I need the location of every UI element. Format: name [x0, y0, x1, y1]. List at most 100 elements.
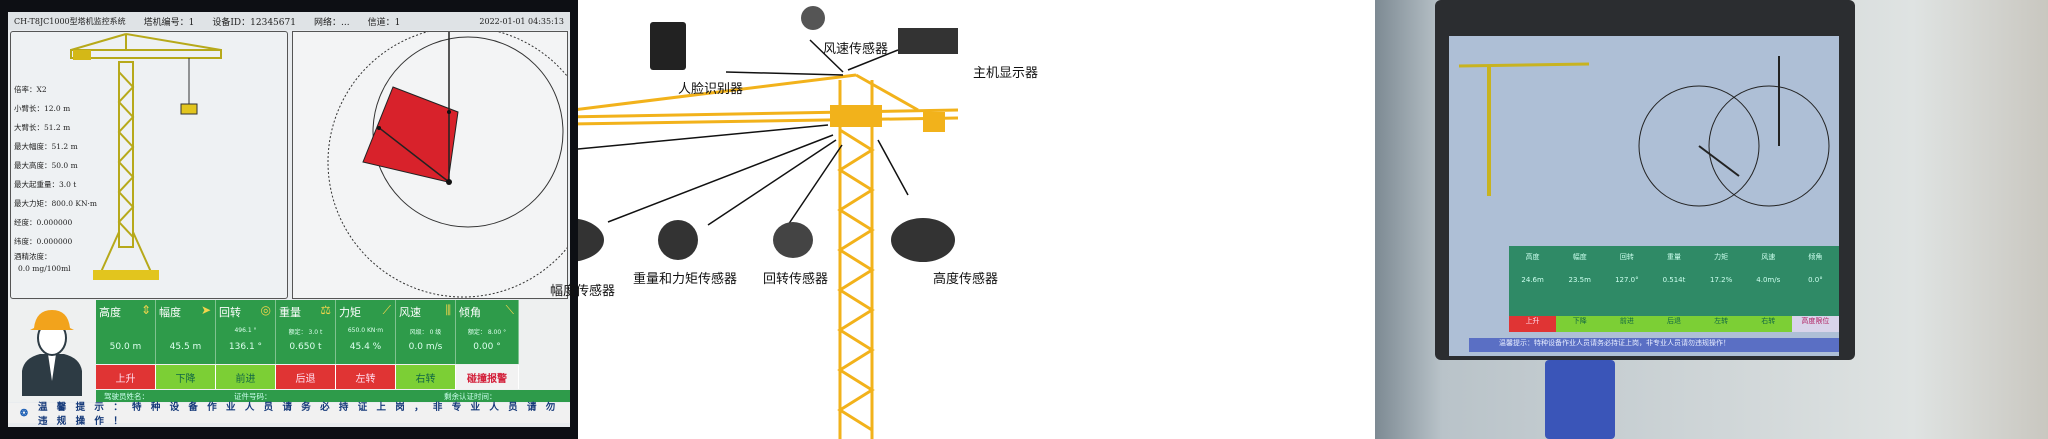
amplitude-sensor-icon [578, 218, 604, 262]
face-recognizer-icon [650, 22, 686, 70]
status-turn-right: 右转 [396, 365, 456, 389]
screen-graphics [1458, 56, 1830, 207]
status-turn-left: 左转 [1697, 316, 1745, 332]
cell-label: 幅度 [1572, 253, 1587, 261]
status-backward: 后退 [1650, 316, 1698, 332]
info-alcohol-value: 0.0 mg/100ml [18, 264, 71, 273]
cell-height: 高度⇕50.0 m [96, 300, 156, 364]
info-max-moment: 最大力矩：800.0 KN·m [14, 199, 98, 208]
cell-value: 0.650 t [289, 342, 322, 352]
sensor-grid: 高度⇕50.0 m 幅度➤45.5 m 回转◎496.1 °136.1 ° 重量… [96, 300, 570, 390]
label-face: 人脸识别器 [678, 82, 744, 97]
cell-value: 45.4 % [349, 342, 382, 352]
height-sensor-icon [891, 218, 955, 262]
cell-label: 风速 [399, 306, 421, 319]
installed-monitor-photo: 高度 24.6m 幅度 23.5m 回转 127.0° 重量 0.514t 力矩 17.2… [1375, 0, 2048, 439]
label-height: 高度传感器 [933, 272, 999, 287]
cell-amplitude: 幅度➤45.5 m [156, 300, 216, 364]
crane-side-view: 倍率：X2 小臂长：12.0 m 大臂长：51.2 m 最大幅度：51.2 m … [10, 31, 288, 299]
cell-value: 4.0m/s [1756, 276, 1781, 284]
status-forward: 前进 [1603, 316, 1651, 332]
label-host: 主机显示器 [973, 66, 1039, 81]
warning-tip-bar: ❂ 温 馨 提 示 ： 特 种 设 备 作 业 人 员 请 务 必 持 证 上 … [8, 402, 570, 427]
header-bar: CH-T8JC1000型塔机监控系统 塔机编号：1 设备ID：12345671 … [8, 12, 570, 30]
crane-parameters: 倍率：X2 小臂长：12.0 m 大臂长：51.2 m 最大幅度：51.2 m … [14, 80, 97, 275]
cell-sub: 风级： 0 级 [409, 329, 442, 336]
status-backward: 后退 [276, 365, 336, 389]
remaining-time-label: 剩余认证时间： [444, 391, 497, 401]
cell-value: 23.5m [1568, 276, 1591, 284]
cell-label: 倾角 [459, 306, 481, 319]
height-limit-alarm: 高度限位 [1791, 316, 1839, 332]
device-id: 设备ID：12345671 [212, 17, 296, 28]
monitor-bezel: 高度 24.6m 幅度 23.5m 回转 127.0° 重量 0.514t 力矩 17.2… [1435, 0, 1855, 360]
cell-label: 重量 [1666, 253, 1681, 261]
height-icon: ⇕ [140, 303, 151, 317]
crane-diagram [578, 6, 959, 439]
status-up: 上升 [1509, 316, 1557, 332]
cell-value: 50.0 m [109, 342, 142, 352]
cell-value: 45.5 m [169, 342, 202, 352]
datetime: 2022-01-01 04:35:13 [479, 16, 564, 26]
windsock-icon: ⫼ [445, 303, 451, 317]
cell-label: 重量 [279, 306, 301, 319]
cell-label: 力矩 [1714, 253, 1729, 261]
cell-sub: 额定： 3.0 t [288, 329, 323, 336]
info-longitude: 经度：0.000000 [14, 218, 73, 227]
status-panel: 高度⇕50.0 m 幅度➤45.5 m 回转◎496.1 °136.1 ° 重量… [8, 300, 570, 402]
cell-label: 风速 [1761, 253, 1776, 261]
cell-value: 127.0° [1615, 276, 1639, 284]
sensor-diagram: 人脸识别器 风速传感器 主机显示器 幅度传感器 重量和力矩传感器 回转传感器 高… [550, 0, 1375, 439]
tilt-icon: ⟍ [505, 303, 514, 317]
certificate-label: 证件号码： [234, 391, 272, 401]
collision-alarm: 碰撞报警 [456, 365, 519, 389]
info-max-load: 最大起重量：3.0 t [14, 180, 77, 189]
collision-radar [327, 32, 567, 298]
info-latitude: 纬度：0.000000 [14, 237, 73, 246]
info-ratio: 倍率：X2 [14, 85, 47, 94]
cell-sub: 额定： 8.00 ° [467, 329, 507, 336]
cell-rotation: 回转◎496.1 °136.1 ° [216, 300, 276, 364]
logo-icon: ❂ [20, 407, 28, 419]
screen-cells: 高度 24.6m 幅度 23.5m 回转 127.0° 重量 0.514t 力矩 17.2… [1509, 246, 1839, 316]
driver-avatar-icon [22, 310, 82, 396]
status-up: 上升 [96, 365, 156, 389]
monitor-screen: 高度 24.6m 幅度 23.5m 回转 127.0° 重量 0.514t 力矩 17.2… [1449, 36, 1839, 356]
info-small-arm: 小臂长：12.0 m [14, 104, 71, 113]
cell-value: 136.1 ° [228, 342, 263, 352]
status-turn-right: 右转 [1744, 316, 1792, 332]
cell-label: 力矩 [339, 306, 361, 319]
cell-value: 24.6m [1521, 276, 1544, 284]
tower-crane-monitor-screen: CH-T8JC1000型塔机监控系统 塔机编号：1 设备ID：12345671 … [8, 12, 570, 427]
info-max-amplitude: 最大幅度：51.2 m [14, 142, 78, 151]
cell-label: 幅度 [159, 306, 181, 319]
host-display-icon [898, 28, 958, 54]
tower-number: 塔机编号：1 [143, 17, 195, 28]
cell-label: 回转 [1619, 253, 1634, 261]
info-max-height: 最大高度：50.0 m [14, 161, 78, 170]
cell-value: 0.00 ° [473, 342, 501, 352]
info-alcohol-label: 酒精浓度： [14, 252, 52, 261]
vga-connector-icon [1545, 360, 1615, 439]
rotation-icon: ◎ [260, 303, 271, 317]
cell-label: 回转 [219, 306, 241, 319]
cell-tilt: 倾角 ⟍ 额定： 8.00 ° 0.00 ° [456, 300, 519, 364]
cell-label: 高度 [1525, 253, 1540, 261]
weight-sensor-icon [658, 220, 698, 260]
status-down: 下降 [1556, 316, 1604, 332]
network-status: 网络：... [313, 17, 350, 28]
channel: 信道：1 [367, 17, 401, 28]
crane-drawing [70, 33, 222, 280]
cell-sub: 650.0 KN·m [347, 327, 384, 334]
info-big-arm: 大臂长：51.2 m [14, 123, 71, 132]
driver-info-bar: 驾驶员姓名： 证件号码： 剩余认证时间： [96, 390, 570, 402]
cell-value: 17.2% [1710, 276, 1733, 284]
moment-chart-icon: ⟋ [382, 303, 391, 317]
cell-value: 0.514t [1662, 276, 1686, 284]
cell-value: 0.0 m/s [408, 342, 443, 352]
status-down: 下降 [156, 365, 216, 389]
tip-text: 温馨提示：特种设备作业人员请务必持证上岗，非专业人员请勿违规操作！ [1469, 338, 1839, 352]
cell-value: 0.0° [1808, 276, 1823, 284]
driver-name-label: 驾驶员姓名： [104, 391, 149, 401]
